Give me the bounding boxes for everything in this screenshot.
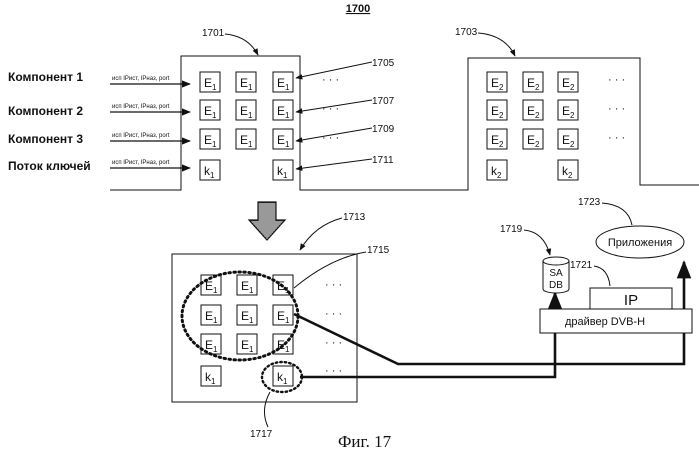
row-tag-3: исп IPист, IPназ, port	[112, 133, 170, 139]
ip-label: IP	[624, 292, 638, 309]
ref-1705: 1705	[372, 58, 395, 69]
row-label-component-3: Компонент 3	[8, 132, 83, 146]
applications-label: Приложения	[608, 237, 672, 249]
pointer-1711	[296, 159, 372, 169]
ellipsis-1713-row2: · · ·	[325, 308, 342, 320]
transform-down-arrow	[249, 202, 285, 240]
pointer-1703	[478, 33, 515, 56]
pointer-1721	[594, 266, 610, 286]
ellipsis-1703-row1: · · ·	[608, 74, 625, 86]
ref-1703: 1703	[455, 27, 478, 38]
row-label-component-2: Компонент 2	[8, 104, 83, 118]
row-tag-1: исп IPист, IPназ, port	[112, 76, 170, 82]
sa-db-label-line2: DB	[549, 280, 563, 291]
ref-1719: 1719	[500, 224, 523, 235]
ref-1713: 1713	[343, 212, 366, 223]
ellipsis-1701-row2: · · ·	[322, 103, 339, 115]
row-tag-2: исп IPист, IPназ, port	[112, 104, 170, 110]
row-label-component-1: Компонент 1	[8, 70, 83, 84]
ellipsis-1703-row3: · · ·	[608, 132, 625, 144]
figure-caption: Фиг. 17	[338, 432, 392, 451]
ref-1711: 1711	[372, 155, 394, 166]
ref-1707: 1707	[372, 96, 395, 107]
ref-1715: 1715	[367, 245, 390, 256]
ellipsis-1713-row1: · · ·	[325, 279, 342, 291]
figure-number: 1700	[346, 3, 370, 15]
ref-1723: 1723	[578, 197, 601, 208]
ellipsis-1703-row2: · · ·	[608, 103, 625, 115]
ref-1717: 1717	[250, 429, 273, 440]
pointer-1701	[225, 34, 258, 55]
dvb-h-driver-label: драйвер DVB-H	[565, 316, 645, 328]
cells-1701: E1E1E1E1E1E1E1E1E1k1k1	[200, 72, 293, 180]
ellipsis-1713-row4: · · ·	[325, 365, 342, 377]
ellipsis-1701-row1: · · ·	[322, 74, 339, 86]
pointer-1719	[524, 230, 550, 255]
row-tag-4: исп IPист, IPназ, port	[112, 160, 170, 166]
cells-1703: E2E2E2E2E2E2E2E2E2k2k2	[487, 72, 578, 180]
cells-1713: E1E1E1E1E1E1E1E1E1k1k1	[201, 275, 293, 386]
ref-1709: 1709	[372, 124, 395, 135]
sa-db-label-line1: SA	[549, 268, 563, 279]
pointer-1713	[300, 218, 342, 250]
ellipsis-1713-row3: · · ·	[325, 337, 342, 349]
pointer-1723	[602, 203, 632, 225]
pointer-1717	[264, 392, 270, 427]
ref-1701: 1701	[202, 28, 225, 39]
ref-1721: 1721	[570, 260, 593, 271]
row-label-key-stream: Поток ключей	[8, 159, 91, 173]
